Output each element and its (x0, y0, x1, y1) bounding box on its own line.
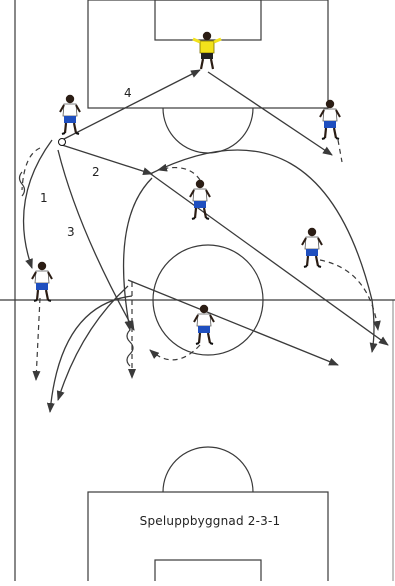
player-left-back (60, 95, 80, 134)
run-left-back (36, 298, 40, 380)
route-label-1: 1 (40, 191, 48, 205)
player-left-wing (32, 262, 52, 301)
goalkeeper (193, 32, 221, 69)
dribble-left (20, 172, 25, 196)
route-label-4: 4 (124, 86, 132, 100)
pass-4 (62, 70, 200, 140)
pass-drop-2 (50, 296, 132, 412)
run-center (150, 345, 200, 360)
pass-to-right-back (208, 72, 332, 155)
diagram-caption: Speluppbyggnad 2-3-1 (90, 514, 330, 528)
run-right-wing (320, 260, 378, 330)
bottom-penalty-arc (163, 447, 253, 492)
pass-long-diagonal (148, 172, 388, 345)
run-left-high (22, 148, 40, 190)
player-right-back (320, 100, 340, 139)
players (32, 32, 340, 344)
run-right-back (338, 140, 342, 162)
run-check-in (158, 168, 200, 180)
top-penalty-arc (163, 108, 253, 153)
ball (59, 139, 66, 146)
player-forward (194, 305, 214, 344)
bottom-goal-box (155, 560, 261, 581)
route-label-3: 3 (67, 225, 75, 239)
run-arrows (22, 140, 378, 380)
pass-1 (24, 140, 52, 268)
bottom-penalty-box (88, 492, 328, 581)
pass-drop (58, 286, 128, 400)
route-label-2: 2 (92, 165, 100, 179)
pass-through (128, 280, 338, 365)
pass-back-arc (124, 178, 152, 330)
player-central-mid (190, 180, 210, 219)
player-right-wing (302, 228, 322, 267)
dribble-lines (20, 172, 134, 366)
pass-2 (62, 145, 152, 174)
